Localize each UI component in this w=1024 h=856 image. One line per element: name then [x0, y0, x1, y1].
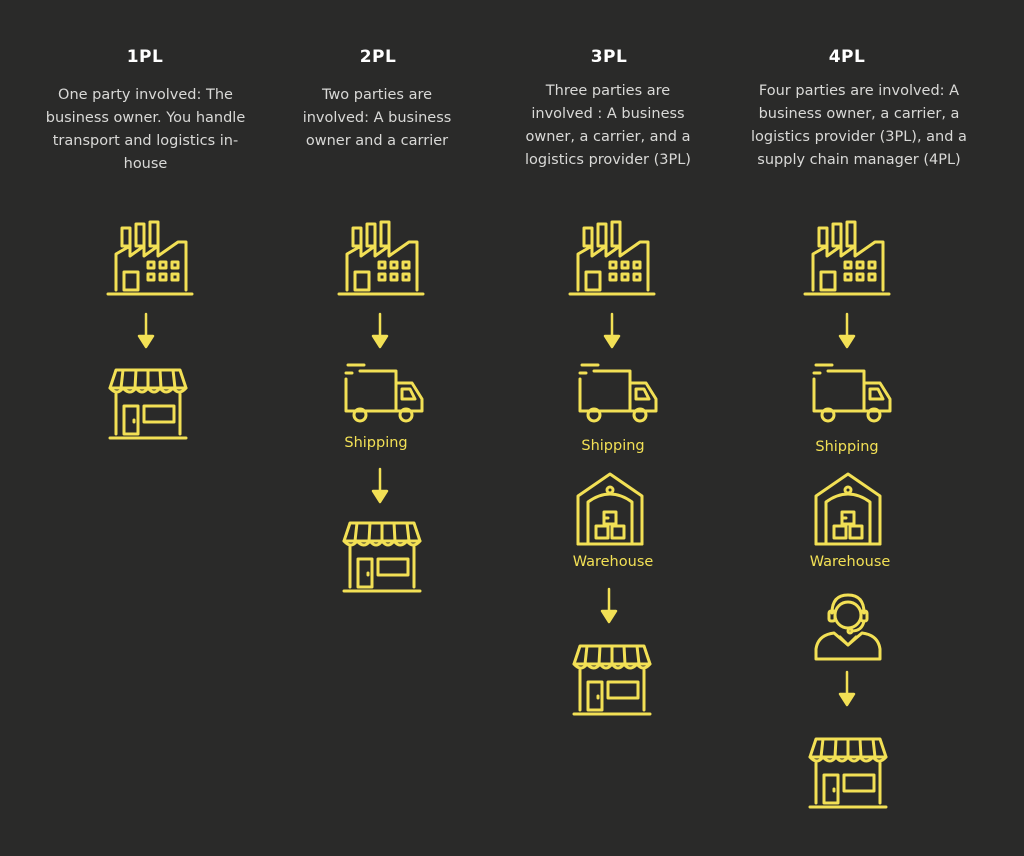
- store-icon: [572, 644, 652, 716]
- column-title-3pl: 3PL: [590, 47, 628, 67]
- arrow-down-icon: [838, 670, 856, 707]
- store-icon: [108, 368, 188, 440]
- warehouse-label-3pl: Warehouse: [572, 554, 654, 570]
- factory-icon: [106, 220, 194, 296]
- store-icon: [808, 737, 888, 809]
- column-title-2pl: 2PL: [359, 47, 397, 67]
- column-description-1pl: One party involved: The business owner. …: [45, 87, 246, 172]
- factory-icon: [803, 220, 891, 296]
- factory-icon: [568, 220, 656, 296]
- column-description-2pl: Two parties are involved: A business own…: [302, 87, 452, 149]
- arrow-down-icon: [600, 587, 618, 624]
- column-title-4pl: 4PL: [828, 47, 866, 67]
- warehouse-icon: [576, 472, 644, 546]
- shipping-label-2pl: Shipping: [344, 435, 408, 451]
- arrow-down-icon: [371, 312, 389, 349]
- warehouse-icon: [814, 472, 882, 546]
- shipping-label-4pl: Shipping: [815, 439, 879, 455]
- truck-icon: [578, 363, 658, 423]
- column-description-4pl: Four parties are involved: A business ow…: [751, 83, 967, 168]
- arrow-down-icon: [603, 312, 621, 349]
- headset-agent-icon: [814, 593, 882, 661]
- arrow-down-icon: [371, 467, 389, 504]
- column-description-3pl: Three parties are involved : A business …: [525, 83, 691, 168]
- shipping-label-3pl: Shipping: [581, 438, 645, 454]
- warehouse-label-4pl: Warehouse: [809, 554, 891, 570]
- arrow-down-icon: [137, 312, 155, 349]
- arrow-down-icon: [838, 312, 856, 349]
- store-icon: [342, 521, 422, 593]
- truck-icon: [344, 363, 424, 423]
- truck-icon: [812, 363, 892, 423]
- factory-icon: [337, 220, 425, 296]
- column-title-1pl: 1PL: [126, 47, 164, 67]
